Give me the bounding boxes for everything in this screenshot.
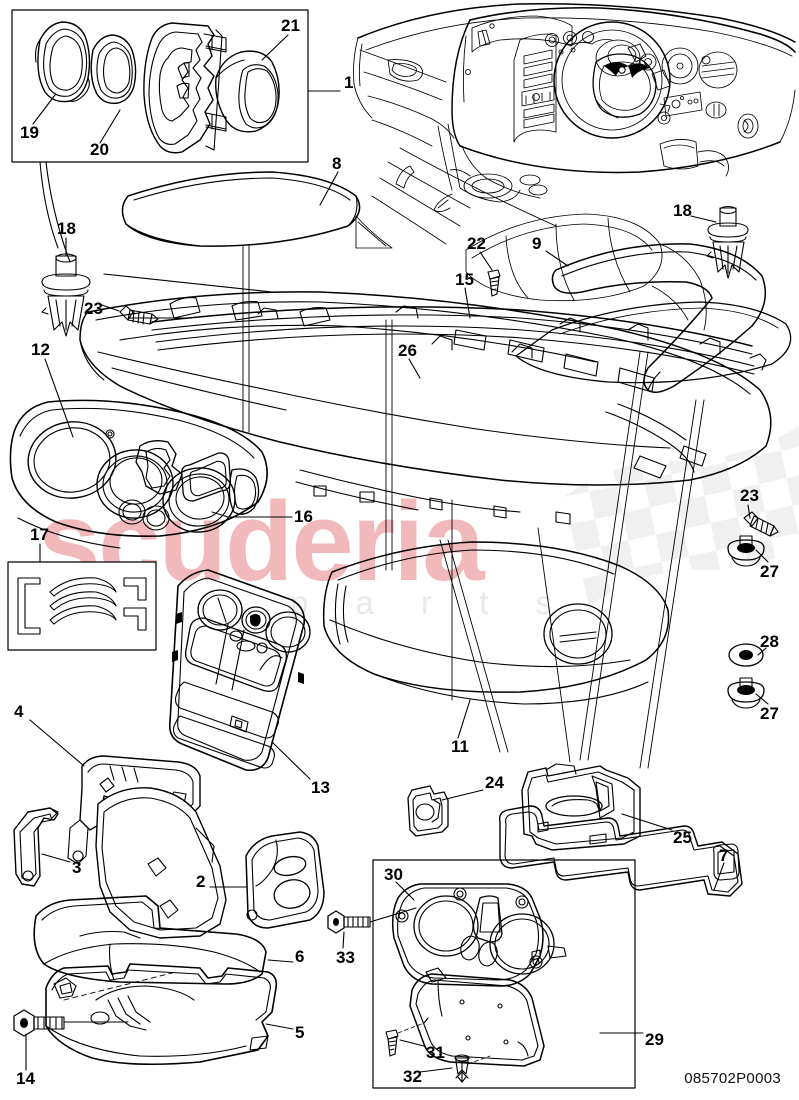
callout-14: 14	[16, 1069, 35, 1088]
part-4-knee-bolster-bracket	[67, 755, 227, 939]
part-16-ip-carrier	[79, 291, 772, 525]
part-7-mounting-rail	[498, 805, 743, 897]
part-30-cluster-housing	[391, 883, 567, 987]
callout-22: 22	[467, 234, 486, 253]
callout-16: 16	[294, 507, 313, 526]
callout-33: 33	[336, 948, 355, 967]
callout-26: 26	[398, 341, 417, 360]
part-1-vent-retainer-frame	[143, 22, 227, 154]
part-6-glovebox-lid	[33, 895, 267, 985]
callout-21: 21	[281, 16, 300, 35]
part-31-screw	[385, 1017, 429, 1057]
part-11-lower-ip-carrier	[322, 541, 670, 705]
part-27-grommet-upper	[727, 535, 765, 567]
callout-32: 32	[403, 1067, 422, 1086]
callout-18-left: 18	[57, 219, 76, 238]
part-18-expanding-clip-left	[41, 253, 91, 337]
part-19-vent-outer-bezel	[34, 21, 91, 103]
part-9-passenger-dash-trim	[551, 243, 767, 393]
part-5-glovebox-housing	[45, 963, 278, 1066]
callout-29: 29	[645, 1030, 664, 1049]
part-3-side-end-cap	[13, 807, 59, 887]
part-32-expanding-rivet	[454, 1054, 491, 1083]
part-24-spring-nut	[407, 785, 449, 837]
part-2-column-shroud	[245, 831, 325, 929]
part-21-vent-barrel	[215, 50, 280, 133]
callout-17: 17	[30, 525, 49, 544]
leader-lines	[25, 90, 769, 1073]
part-17-clip-set-inset	[7, 561, 157, 651]
callout-18-right: 18	[673, 201, 692, 220]
callout-23-left: 23	[84, 299, 103, 318]
part-13-centre-console-fascia	[168, 569, 311, 772]
callout-11: 11	[451, 737, 469, 756]
callout-19: 19	[20, 123, 39, 142]
callout-6: 6	[295, 947, 305, 966]
part-18-expanding-clip-right	[706, 205, 749, 279]
callout-27-lower: 27	[760, 704, 779, 723]
callout-5: 5	[295, 1023, 305, 1042]
callout-3: 3	[72, 858, 82, 877]
callout-12: 12	[31, 340, 50, 359]
callout-7: 7	[719, 846, 729, 865]
callout-30: 30	[384, 865, 403, 884]
part-22-screw	[487, 269, 501, 297]
part-26-windscreen-top-strip	[151, 305, 767, 375]
callout-27-upper: 27	[760, 562, 779, 581]
callout-23-right: 23	[740, 486, 759, 505]
part-12-ip-bezel	[9, 399, 268, 549]
part-20-vent-middle-ring	[90, 34, 137, 104]
vehicle-interior-view	[353, 3, 796, 384]
callout-24: 24	[485, 773, 504, 792]
callout-2: 2	[196, 872, 206, 891]
callout-1: 1	[344, 73, 354, 92]
callout-15: 15	[455, 270, 474, 289]
part-29-cluster-cover	[409, 973, 545, 1067]
callout-8: 8	[332, 154, 342, 173]
callout-9: 9	[532, 234, 542, 253]
callout-13: 13	[311, 778, 330, 797]
part-33-hex-bolt	[327, 907, 417, 934]
callout-4: 4	[14, 702, 24, 721]
part-8-upper-dash-trim	[121, 171, 361, 247]
part-27-grommet-lower	[727, 677, 765, 709]
callout-20: 20	[90, 140, 109, 159]
part-14-hex-bolt	[13, 1009, 129, 1037]
part-25-module-bracket	[521, 763, 641, 851]
part-28-washer	[728, 643, 764, 667]
callout-31: 31	[426, 1043, 445, 1062]
callout-25: 25	[673, 828, 692, 847]
callout-28: 28	[760, 632, 779, 651]
drawing-code: 085702P0003	[684, 1070, 781, 1087]
